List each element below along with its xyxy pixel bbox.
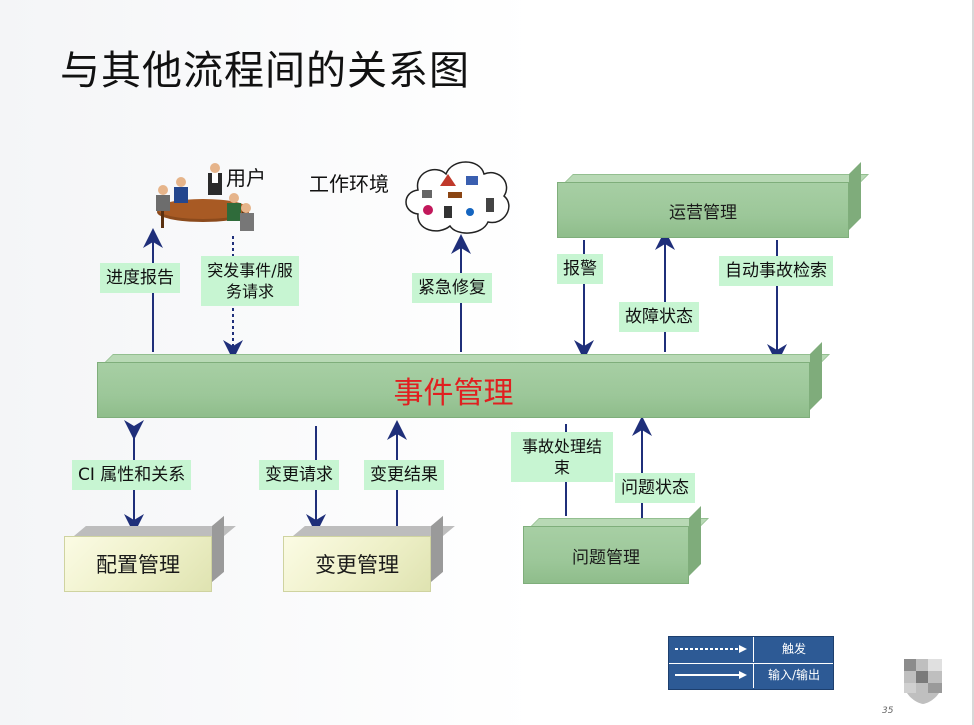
users-label: 用户 bbox=[226, 166, 266, 190]
company-logo-icon bbox=[904, 659, 942, 704]
meeting-people-icon bbox=[156, 163, 254, 231]
label-auto-search: 自动事故检索 bbox=[719, 256, 833, 286]
legend-io-label: 输入/输出 bbox=[753, 663, 834, 688]
legend-trigger-label: 触发 bbox=[753, 637, 834, 662]
label-incident-request: 突发事件/服务请求 bbox=[201, 256, 299, 306]
label-incident-close: 事故处理结束 bbox=[511, 432, 613, 482]
problem-management-label: 问题管理 bbox=[523, 526, 689, 584]
legend-row-io: 输入/输出 bbox=[669, 663, 833, 689]
label-problem-status: 问题状态 bbox=[615, 473, 695, 503]
label-emergency-fix: 紧急修复 bbox=[412, 273, 492, 303]
label-change-result: 变更结果 bbox=[364, 460, 444, 490]
problem-management-box: 问题管理 bbox=[523, 506, 709, 584]
legend: 触发 输入/输出 bbox=[668, 636, 834, 690]
slide-title: 与其他流程间的关系图 bbox=[60, 48, 470, 94]
label-fault-status: 故障状态 bbox=[619, 302, 699, 332]
label-change-request: 变更请求 bbox=[259, 460, 339, 490]
page-number: 35 bbox=[882, 706, 894, 716]
solid-arrow-icon bbox=[675, 671, 747, 679]
dotted-arrow-icon bbox=[675, 645, 747, 653]
environment-label: 工作环境 bbox=[309, 172, 389, 196]
legend-row-trigger: 触发 bbox=[669, 637, 833, 664]
label-progress-report: 进度报告 bbox=[100, 263, 180, 293]
change-management-label: 变更管理 bbox=[283, 536, 431, 592]
config-management-box: 配置管理 bbox=[64, 515, 236, 592]
operations-management-box: 运营管理 bbox=[557, 162, 869, 238]
incident-management-label: 事件管理 bbox=[97, 362, 810, 418]
change-management-box: 变更管理 bbox=[283, 515, 455, 592]
label-ci-attr: CI 属性和关系 bbox=[72, 460, 192, 490]
environment-cloud-icon bbox=[405, 161, 510, 234]
incident-management-box: 事件管理 bbox=[97, 342, 830, 418]
label-alarm: 报警 bbox=[557, 254, 603, 284]
operations-management-label: 运营管理 bbox=[557, 182, 849, 238]
config-management-label: 配置管理 bbox=[64, 536, 212, 592]
slide-edge bbox=[972, 0, 974, 725]
